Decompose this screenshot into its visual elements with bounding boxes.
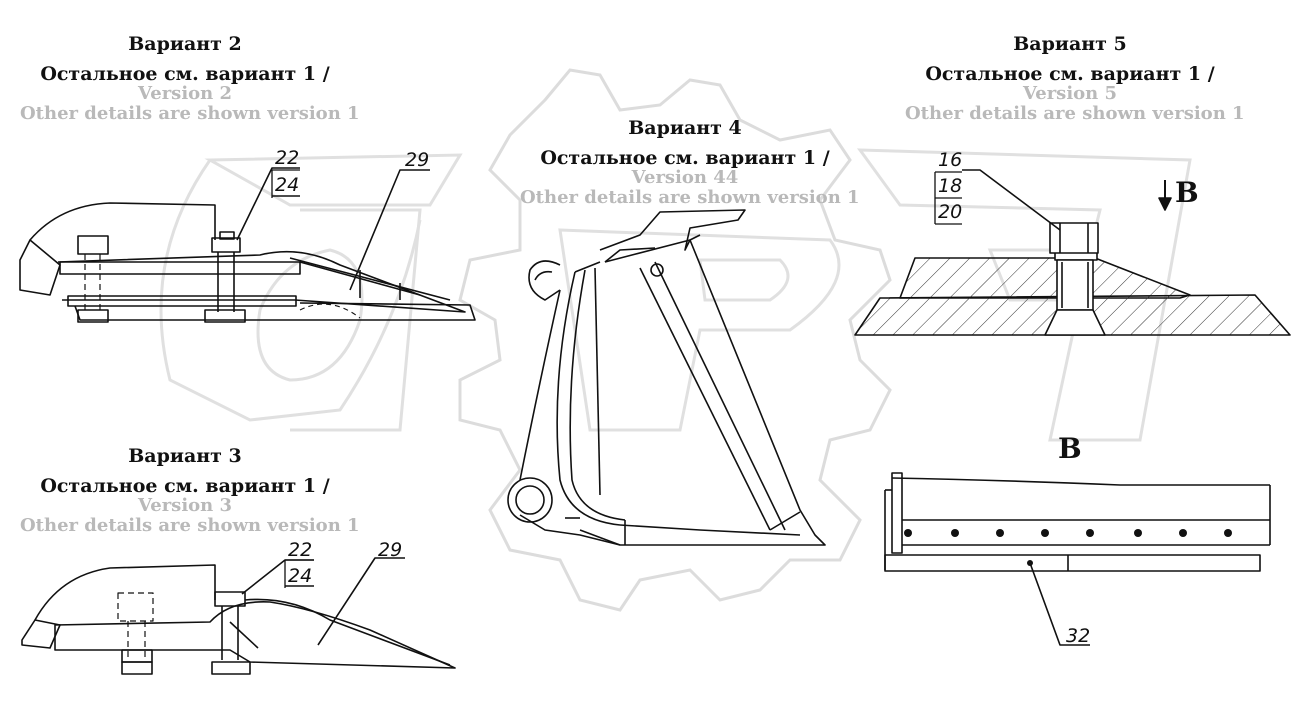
variant-2-caption: Вариант 2 Остальное см. вариант 1 / Vers… [20,33,360,124]
variant-5-section [854,169,1291,336]
callout-16-v5: 16 [938,149,963,171]
variant-5-caption: Вариант 5 Остальное см. вариант 1 / Vers… [905,33,1245,124]
callout-29-v3: 29 [378,539,403,561]
view-b-edge [884,472,1271,646]
variant-4-title: Вариант 4 [628,117,742,139]
variant-3-title: Вариант 3 [128,445,242,467]
variant-2-subtitle: Остальное см. вариант 1 / [40,63,330,85]
variant-3-version: Version 3 [137,495,233,516]
callout-20-v5: 20 [938,201,963,223]
variant-4-version: Version 44 [631,167,739,188]
variant-2-tooth-detail [19,167,476,323]
variant-2-title: Вариант 2 [128,33,242,55]
callout-22-v2: 22 [275,147,300,169]
variant-4-bucket-profile [507,209,826,546]
callout-24-v3: 24 [288,565,313,587]
variant-3-caption: Вариант 3 Остальное см. вариант 1 / Vers… [20,445,360,536]
variant-4-subtitle: Остальное см. вариант 1 / [540,147,830,169]
variant-3-tooth-detail [21,557,456,675]
variant-3-other: Other details are shown version 1 [20,515,360,536]
variant-4-caption: Вариант 4 Остальное см. вариант 1 / Vers… [520,117,860,208]
variant-5-version: Version 5 [1022,83,1118,104]
variant-2-other: Other details are shown version 1 [20,103,360,124]
callout-29-v2: 29 [405,149,430,171]
variant-5-subtitle: Остальное см. вариант 1 / [925,63,1215,85]
variant-2-version: Version 2 [137,83,233,104]
variant-3-subtitle: Остальное см. вариант 1 / [40,475,330,497]
view-arrow-label: B [1175,176,1199,209]
variant-5-title: Вариант 5 [1013,33,1127,55]
callout-24-v2: 24 [275,174,300,196]
view-section-label: B [1058,432,1082,465]
variant-5-other: Other details are shown version 1 [905,103,1245,124]
callout-32-view-b: 32 [1066,625,1091,647]
variant-4-other: Other details are shown version 1 [520,187,860,208]
callout-22-v3: 22 [288,539,313,561]
callout-18-v5: 18 [938,175,963,197]
